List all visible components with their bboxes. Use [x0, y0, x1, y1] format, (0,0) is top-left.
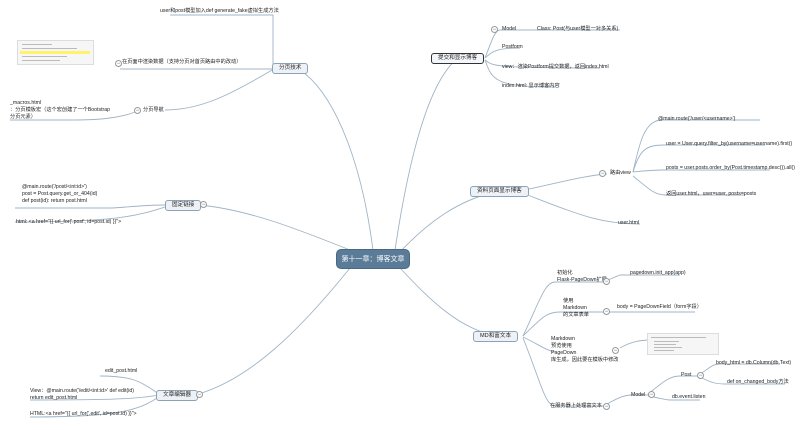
root-label: 第十一章：博客文章: [341, 256, 405, 263]
branch-permalink-label: 固定链接: [172, 202, 195, 208]
md-server: 在服务器上处理富文本: [550, 403, 602, 409]
collapse-toggle-submit-model[interactable]: −: [491, 26, 498, 33]
md-body-field: body = PageDownField（form字段）: [617, 304, 702, 310]
branch-markdown[interactable]: MD和富文本: [473, 331, 519, 342]
md-model: Model: [631, 392, 646, 398]
submit-model-class: Class: Post(与user模型一对多关系): [537, 26, 619, 32]
collapse-toggle-md-form[interactable]: −: [603, 308, 610, 315]
profile-posts-query: posts = user.posts.order_by(Post.timesta…: [666, 165, 796, 171]
profile-route: @main.route('/user/<username>'): [658, 116, 736, 122]
branch-submit-label: 提交和显示博客: [438, 55, 478, 61]
submit-postform: Postform: [502, 44, 523, 50]
md-preview: Markdown 预览使用 PageDown 库生成，因此要在模板中修改: [551, 336, 619, 363]
editor-html: HTML:<a href="{{ url_for('.edit', id=pos…: [30, 411, 137, 417]
collapse-toggle-md-server[interactable]: −: [603, 403, 610, 410]
md-use-form: 使用 Markdown 的文章表单: [563, 298, 589, 318]
editor-edit-post: edit_post.html: [105, 368, 138, 374]
collapse-toggle-md-post[interactable]: −: [697, 372, 704, 379]
permalink-route: @main.route('/post/<int:id>') post = Pos…: [22, 184, 98, 204]
branch-pagination-label: 分页技术: [279, 65, 302, 71]
branch-profile[interactable]: 资料页面显示博客: [470, 186, 529, 197]
pagination-macros: _macros.html ：分页模板宏（这个宏创建了一个Bootstrap 分页…: [10, 100, 111, 120]
collapse-toggle-profile-views[interactable]: −: [599, 170, 606, 177]
md-post: Post: [681, 372, 692, 378]
collapse-toggle-pagination-nav[interactable]: −: [134, 107, 141, 114]
submit-index: index.html: 显示博客内容: [502, 83, 560, 89]
submit-model: Model: [502, 26, 517, 32]
root-node[interactable]: 第十一章：博客文章: [337, 250, 409, 268]
collapse-toggle-pagination-render[interactable]: −: [115, 60, 122, 67]
pagination-fake-data: user和post模型加入def generate_fake虚拟生成方法: [160, 8, 279, 14]
collapse-toggle-md-init[interactable]: −: [603, 278, 610, 285]
branch-markdown-label: MD和富文本: [480, 333, 512, 339]
md-body-html: body_html = db.Column(db.Text): [716, 360, 792, 366]
collapse-toggle-md-preview[interactable]: −: [612, 347, 619, 354]
branch-editor[interactable]: 文章编辑器: [156, 390, 198, 401]
branch-submit[interactable]: 提交和显示博客: [431, 53, 485, 64]
branch-profile-label: 资料页面显示博客: [477, 188, 522, 194]
branch-editor-label: 文章编辑器: [163, 392, 191, 398]
preview-screenshot-thumbnail: [647, 333, 719, 355]
profile-views: 路由view: [610, 170, 631, 176]
profile-user-html: user.html: [618, 220, 640, 226]
profile-return: 返回user.html，user=user, posts=posts: [666, 191, 757, 197]
profile-user-query: user = User.query.filter_by(username=use…: [666, 141, 793, 147]
editor-view: View：@main.route('/edit/<int:id>' def ed…: [30, 388, 135, 401]
collapse-toggle-md-model[interactable]: −: [648, 391, 655, 398]
md-on-changed: def on_changed_body方法: [727, 379, 789, 385]
branch-pagination[interactable]: 分页技术: [272, 63, 309, 74]
branch-permalink[interactable]: 固定链接: [165, 200, 202, 211]
md-listen: db.event.listen: [672, 394, 706, 400]
pagination-render: 在页面中渲染数据（支持分页对首页路由中的改动）: [122, 59, 242, 65]
pagination-nav: 分页导航: [143, 107, 164, 113]
md-init: 初始化 Flask-PageDown扩展: [557, 270, 607, 283]
code-screenshot-thumbnail: [17, 40, 94, 65]
collapse-toggle-permalink[interactable]: −: [200, 201, 207, 208]
md-init-code: pagedown.init_app(app): [630, 270, 686, 276]
collapse-toggle-editor[interactable]: −: [196, 391, 203, 398]
permalink-html: html: <a href="{{ url_for('.post', id=po…: [16, 219, 122, 225]
submit-view: view：渲染Postform提交数据，返回index.html: [502, 64, 609, 70]
